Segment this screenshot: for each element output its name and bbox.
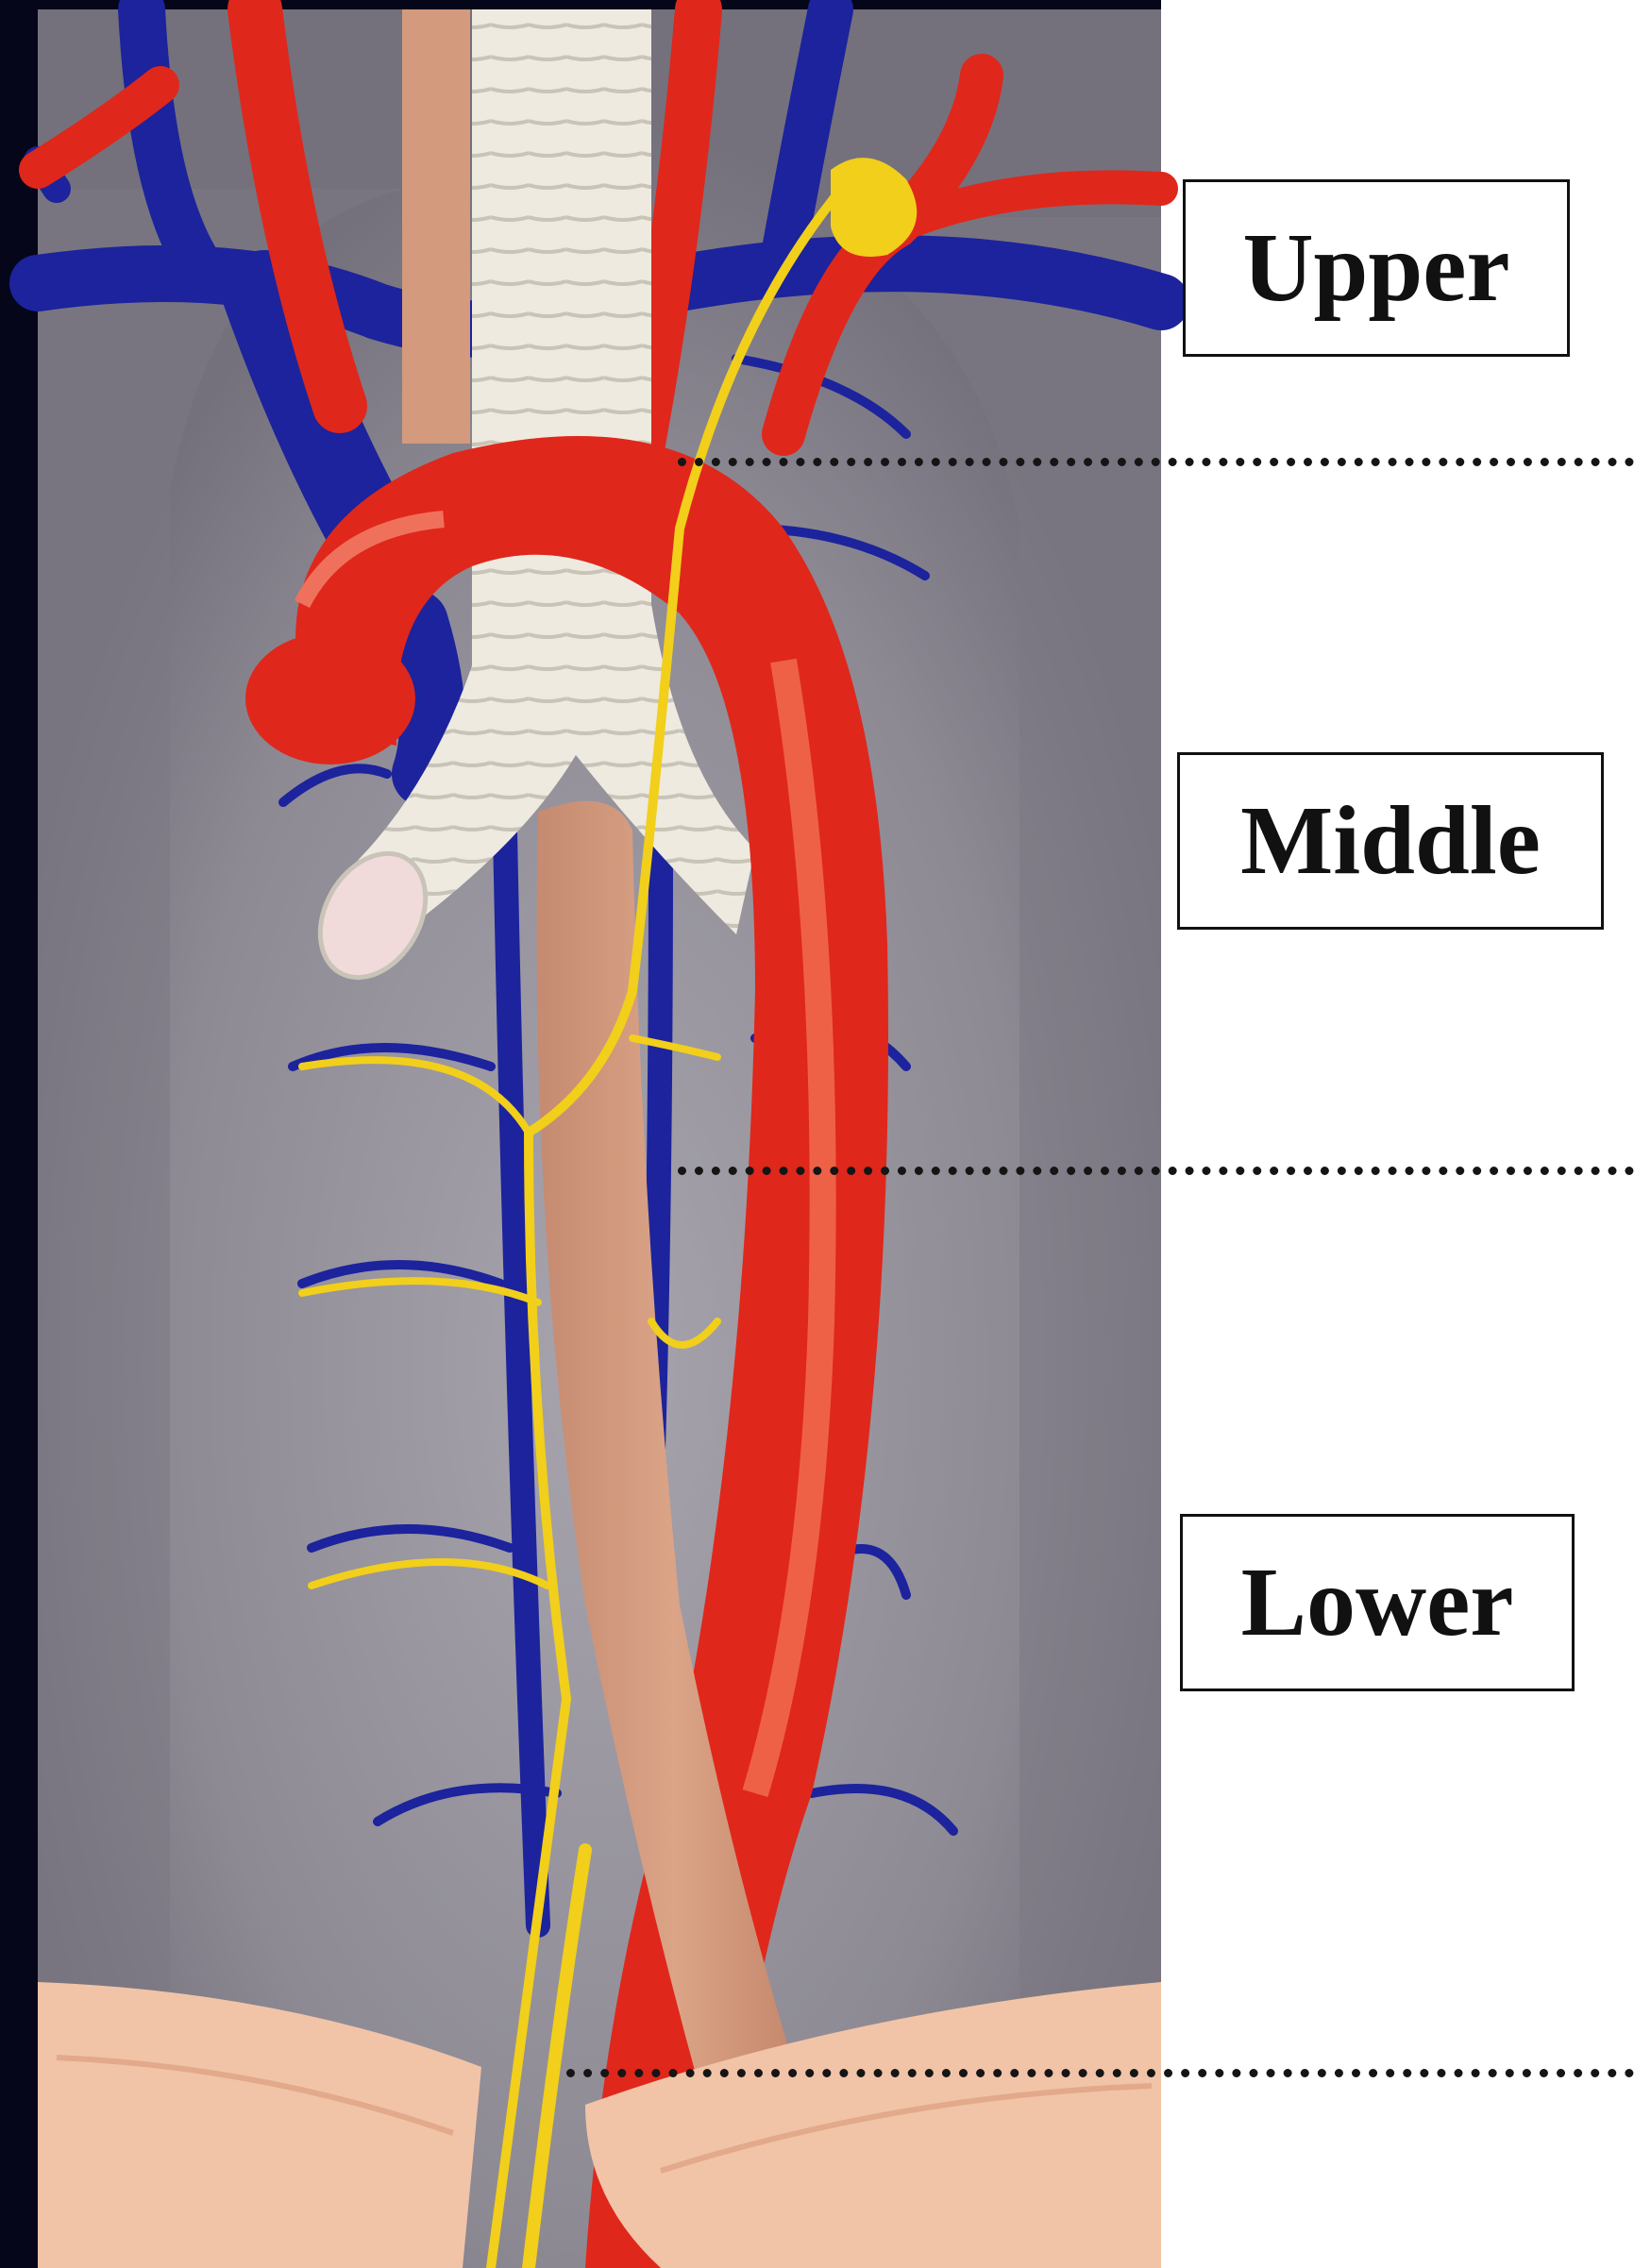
segment-boundary-upper-middle <box>678 458 1634 466</box>
left-frame <box>0 0 38 2268</box>
segment-boundary-lower-end <box>566 2069 1634 2077</box>
segment-label-lower: Lower <box>1180 1514 1575 1691</box>
segment-label-middle: Middle <box>1177 752 1604 930</box>
segment-boundary-middle-lower <box>678 1167 1634 1175</box>
upper-esophagus <box>402 9 470 444</box>
segment-label-upper: Upper <box>1183 179 1570 357</box>
